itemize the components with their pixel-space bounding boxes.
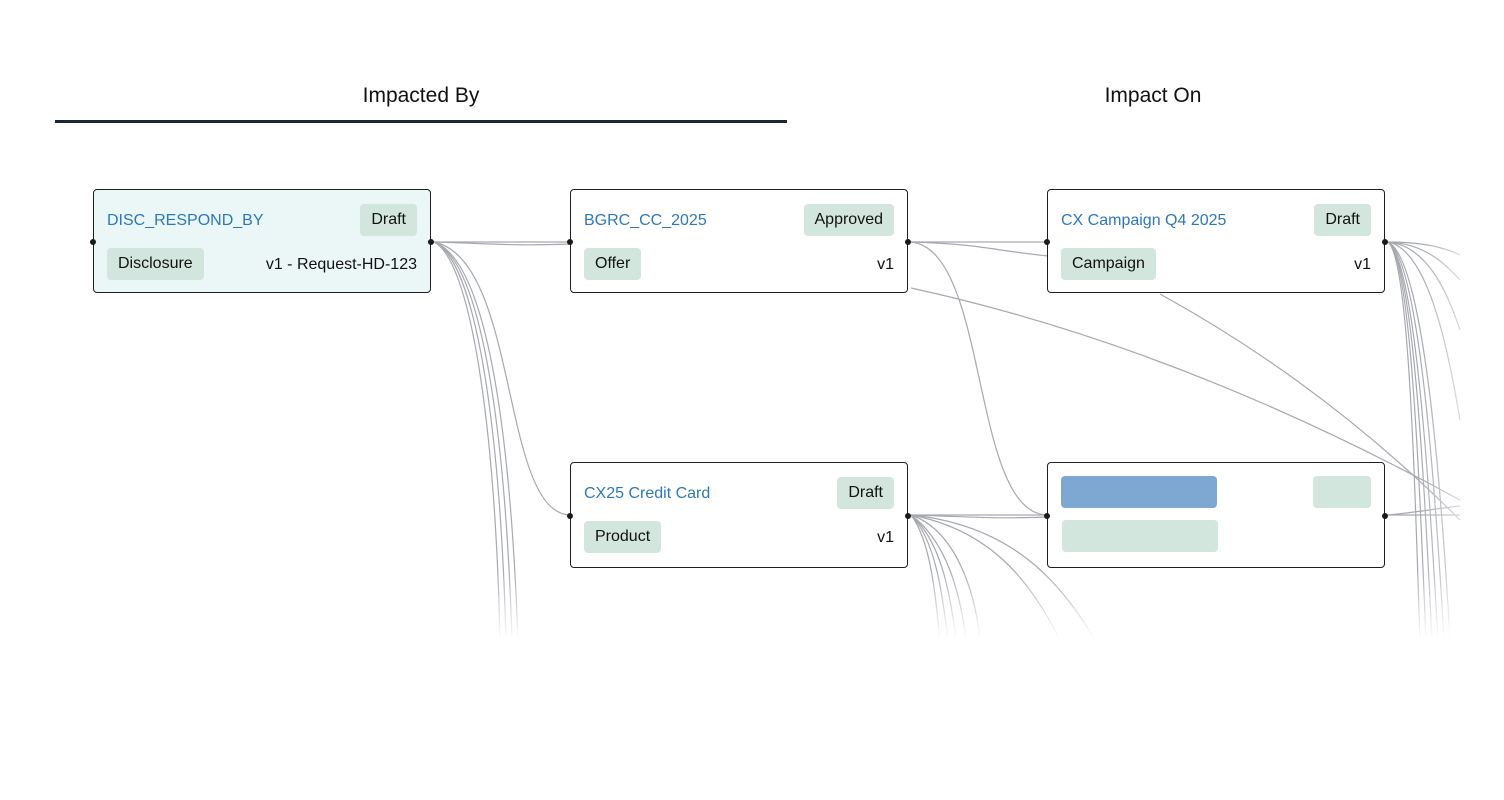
output-port: [428, 239, 434, 245]
edge-cx25-to-loading-alt: [910, 514, 1049, 519]
version-label: v1: [1354, 256, 1371, 273]
node-bgrc-cc-2025[interactable]: BGRC_CC_2025 Approved Offer v1: [567, 189, 911, 293]
version-label: v1 - Request-HD-123: [265, 256, 417, 273]
status-badge: Approved: [803, 204, 894, 236]
status-badge: Draft: [837, 477, 894, 509]
right-fade: [1420, 0, 1504, 800]
edge-bgrc-to-cx-campaign-alt: [910, 241, 1049, 257]
input-port: [90, 239, 96, 245]
edge-disc-down-3: [433, 241, 513, 641]
type-badge: Offer: [584, 248, 642, 280]
status-badge: Draft: [1314, 204, 1371, 236]
node-cx-campaign-q4-2025[interactable]: CX Campaign Q4 2025 Draft Campaign v1: [1044, 189, 1388, 293]
edge-bgrc-far-right: [910, 287, 1461, 501]
input-port: [1044, 239, 1050, 245]
output-port: [1382, 513, 1388, 519]
bottom-fade: [0, 570, 1504, 640]
version-label: v1: [877, 256, 894, 273]
edge-disc-down-2: [433, 241, 507, 641]
input-port: [567, 513, 573, 519]
output-port: [1382, 239, 1388, 245]
node-cx25-credit-card[interactable]: CX25 Credit Card Draft Product v1: [567, 462, 911, 568]
skeleton-type: [1062, 520, 1218, 552]
skeleton-title: [1061, 476, 1217, 508]
type-badge: Disclosure: [107, 248, 204, 280]
node-title-link[interactable]: DISC_RESPOND_BY: [107, 212, 264, 229]
skeleton-status: [1313, 476, 1371, 508]
edge-disc-to-bgrc-alt: [433, 241, 572, 246]
output-port: [905, 513, 911, 519]
edge-bgrc-to-loading: [910, 241, 1049, 516]
active-tab-indicator: [55, 120, 787, 123]
output-port: [905, 239, 911, 245]
node-title-link[interactable]: CX25 Credit Card: [584, 485, 711, 502]
edge-disc-down-1: [433, 241, 501, 641]
version-label: v1: [877, 529, 894, 546]
node-title-link[interactable]: BGRC_CC_2025: [584, 212, 707, 229]
type-badge: Product: [584, 521, 662, 553]
node-disc-respond-by[interactable]: DISC_RESPOND_BY Draft Disclosure v1 - Re…: [90, 189, 434, 293]
status-badge: Draft: [360, 204, 417, 236]
edge-disc-down-4: [433, 241, 519, 641]
tab-impacted-by[interactable]: Impacted By: [362, 84, 480, 107]
input-port: [1044, 513, 1050, 519]
edge-disc-to-cx25: [433, 241, 572, 516]
node-title-link[interactable]: CX Campaign Q4 2025: [1061, 212, 1227, 229]
type-badge: Campaign: [1061, 248, 1156, 280]
node-loading-skeleton: [1044, 462, 1388, 568]
input-port: [567, 239, 573, 245]
tab-impact-on[interactable]: Impact On: [1104, 84, 1202, 107]
